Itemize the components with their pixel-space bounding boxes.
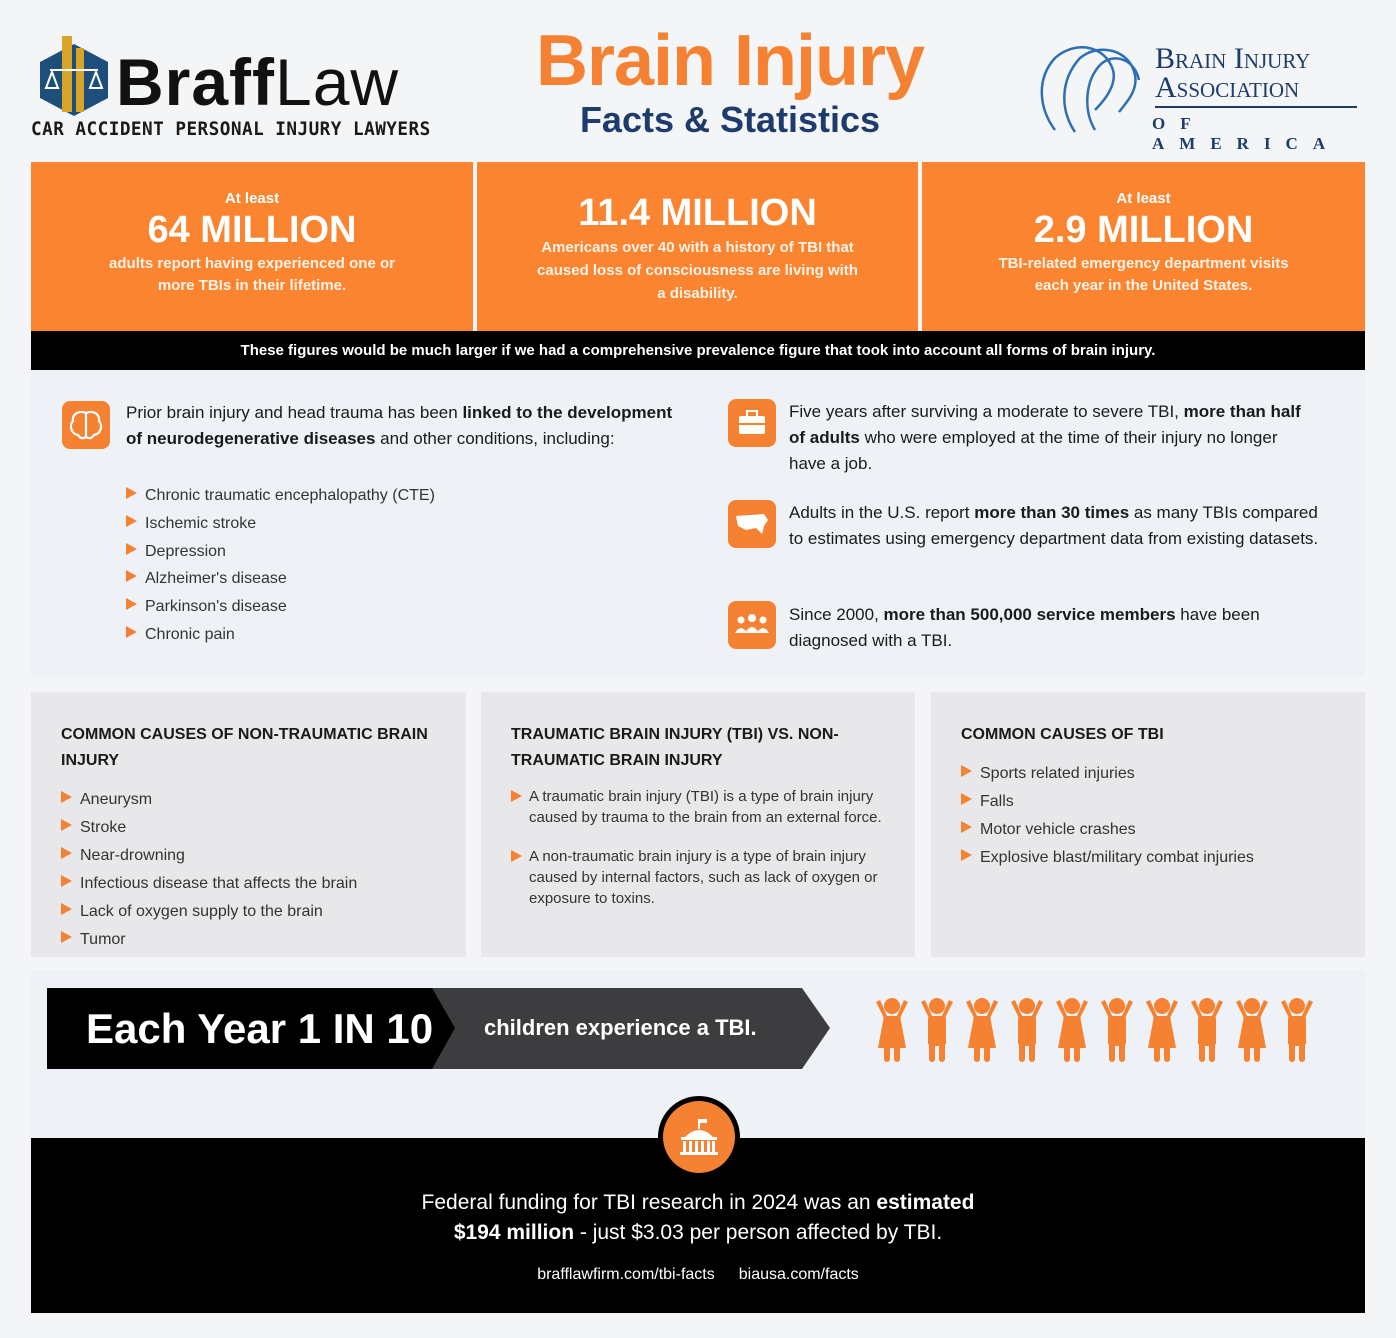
conditions-list: Chronic traumatic encephalopathy (CTE) I…: [126, 482, 435, 649]
stat-pre: At least: [224, 190, 280, 207]
card-title: COMMON CAUSES OF NON-TRAUMATIC BRAIN INJ…: [61, 726, 428, 769]
link-biausa[interactable]: biausa.com/facts: [738, 1266, 859, 1283]
funding-text: Federal funding for TBI research in 2024…: [421, 1191, 975, 1244]
fact-service-members: Since 2000, more than 500,000 service me…: [789, 605, 1260, 650]
list-item: Near-drowning: [61, 842, 436, 870]
children-icons: [874, 994, 1315, 1069]
stat-box-3: At least 2.9 MILLION TBI-related emergen…: [922, 162, 1365, 331]
prevalence-banner: These figures would be much larger if we…: [31, 331, 1365, 370]
stat-value: 2.9 MILLION: [1033, 209, 1254, 251]
paragraph: A traumatic brain injury (TBI) is a type…: [511, 786, 885, 828]
stat-value: 11.4 MILLION: [578, 192, 817, 234]
boy-icon: [1009, 994, 1045, 1069]
boy-icon: [1099, 994, 1135, 1069]
stat-value: 64 MILLION: [147, 209, 357, 251]
girl-icon: [874, 994, 910, 1069]
girl-icon: [1054, 994, 1090, 1069]
bia-logo-sub: OF AMERICA: [1152, 114, 1341, 153]
title: Brain Injury: [535, 21, 925, 101]
boy-icon: [919, 994, 955, 1069]
card-title: COMMON CAUSES OF TBI: [961, 726, 1164, 743]
group-icon: [728, 601, 776, 649]
girl-icon: [1144, 994, 1180, 1069]
list-item: Chronic traumatic encephalopathy (CTE): [126, 482, 435, 510]
subtitle: Facts & Statistics: [579, 99, 881, 140]
briefcase-icon: [728, 399, 776, 447]
list-item: Motor vehicle crashes: [961, 816, 1335, 844]
bia-logo-heads: [1040, 46, 1141, 133]
girl-icon: [1234, 994, 1270, 1069]
facts-section: [31, 370, 1365, 676]
children-headline: Each Year 1 IN 10: [86, 1005, 434, 1052]
list-item: Chronic pain: [126, 621, 435, 649]
list-item: Alzheimer's disease: [126, 565, 435, 593]
funding-footer: Federal funding for TBI research in 2024…: [31, 1138, 1365, 1313]
stat-pre: At least: [1116, 190, 1171, 207]
card-tbi-vs-non-traumatic: TRAUMATIC BRAIN INJURY (TBI) VS. NON-TRA…: [481, 692, 915, 957]
brain-icon: [62, 401, 110, 449]
stat-box-1: At least 64 MILLION adults report having…: [31, 162, 473, 331]
girl-icon: [964, 994, 1000, 1069]
fact-employment: Five years after surviving a moderate to…: [789, 402, 1301, 473]
boy-icon: [1189, 994, 1225, 1069]
page-title: Brain Injury Facts & Statistics: [480, 22, 980, 140]
braff-logo-text: BraffLaw: [116, 45, 400, 119]
children-text: children experience a TBI.: [484, 1015, 757, 1040]
list-item: Falls: [961, 788, 1335, 816]
card-title: TRAUMATIC BRAIN INJURY (TBI) VS. NON-TRA…: [511, 726, 839, 769]
list-item: Depression: [126, 538, 435, 566]
card-tbi-causes: COMMON CAUSES OF TBI Sports related inju…: [931, 692, 1365, 957]
braff-tagline: CAR ACCIDENT PERSONAL INJURY LAWYERS: [31, 118, 431, 140]
card-non-traumatic-causes: COMMON CAUSES OF NON-TRAUMATIC BRAIN INJ…: [31, 692, 466, 957]
braff-logo-emblem: [40, 36, 108, 116]
link-braff[interactable]: brafflawfirm.com/tbi-facts: [537, 1266, 715, 1283]
fact-neurodegenerative: Prior brain injury and head trauma has b…: [126, 403, 673, 448]
stat-desc: TBI-related emergency department visits …: [998, 255, 1289, 294]
list-item: Parkinson's disease: [126, 593, 435, 621]
bia-divider: [1155, 106, 1357, 108]
fact-30-times: Adults in the U.S. report more than 30 t…: [789, 503, 1319, 548]
list-item: Tumor: [61, 926, 436, 954]
children-banner-shape: [47, 988, 830, 1069]
list-item: Infectious disease that affects the brai…: [61, 870, 436, 898]
capitol-icon: [658, 1096, 740, 1178]
list-item: Explosive blast/military combat injuries: [961, 844, 1335, 872]
boy-icon: [1279, 994, 1315, 1069]
paragraph: A non-traumatic brain injury is a type o…: [511, 846, 885, 909]
list-item: Aneurysm: [61, 786, 436, 814]
stat-desc: adults report having experienced one or …: [109, 255, 395, 294]
stat-box-2: 11.4 MILLION Americans over 40 with a hi…: [477, 162, 918, 331]
list-item: Ischemic stroke: [126, 510, 435, 538]
list-item: Stroke: [61, 814, 436, 842]
usa-map-icon: [728, 500, 776, 548]
list-item: Sports related injuries: [961, 760, 1335, 788]
list-item: Lack of oxygen supply to the brain: [61, 898, 436, 926]
stat-desc: Americans over 40 with a history of TBI …: [537, 239, 858, 302]
